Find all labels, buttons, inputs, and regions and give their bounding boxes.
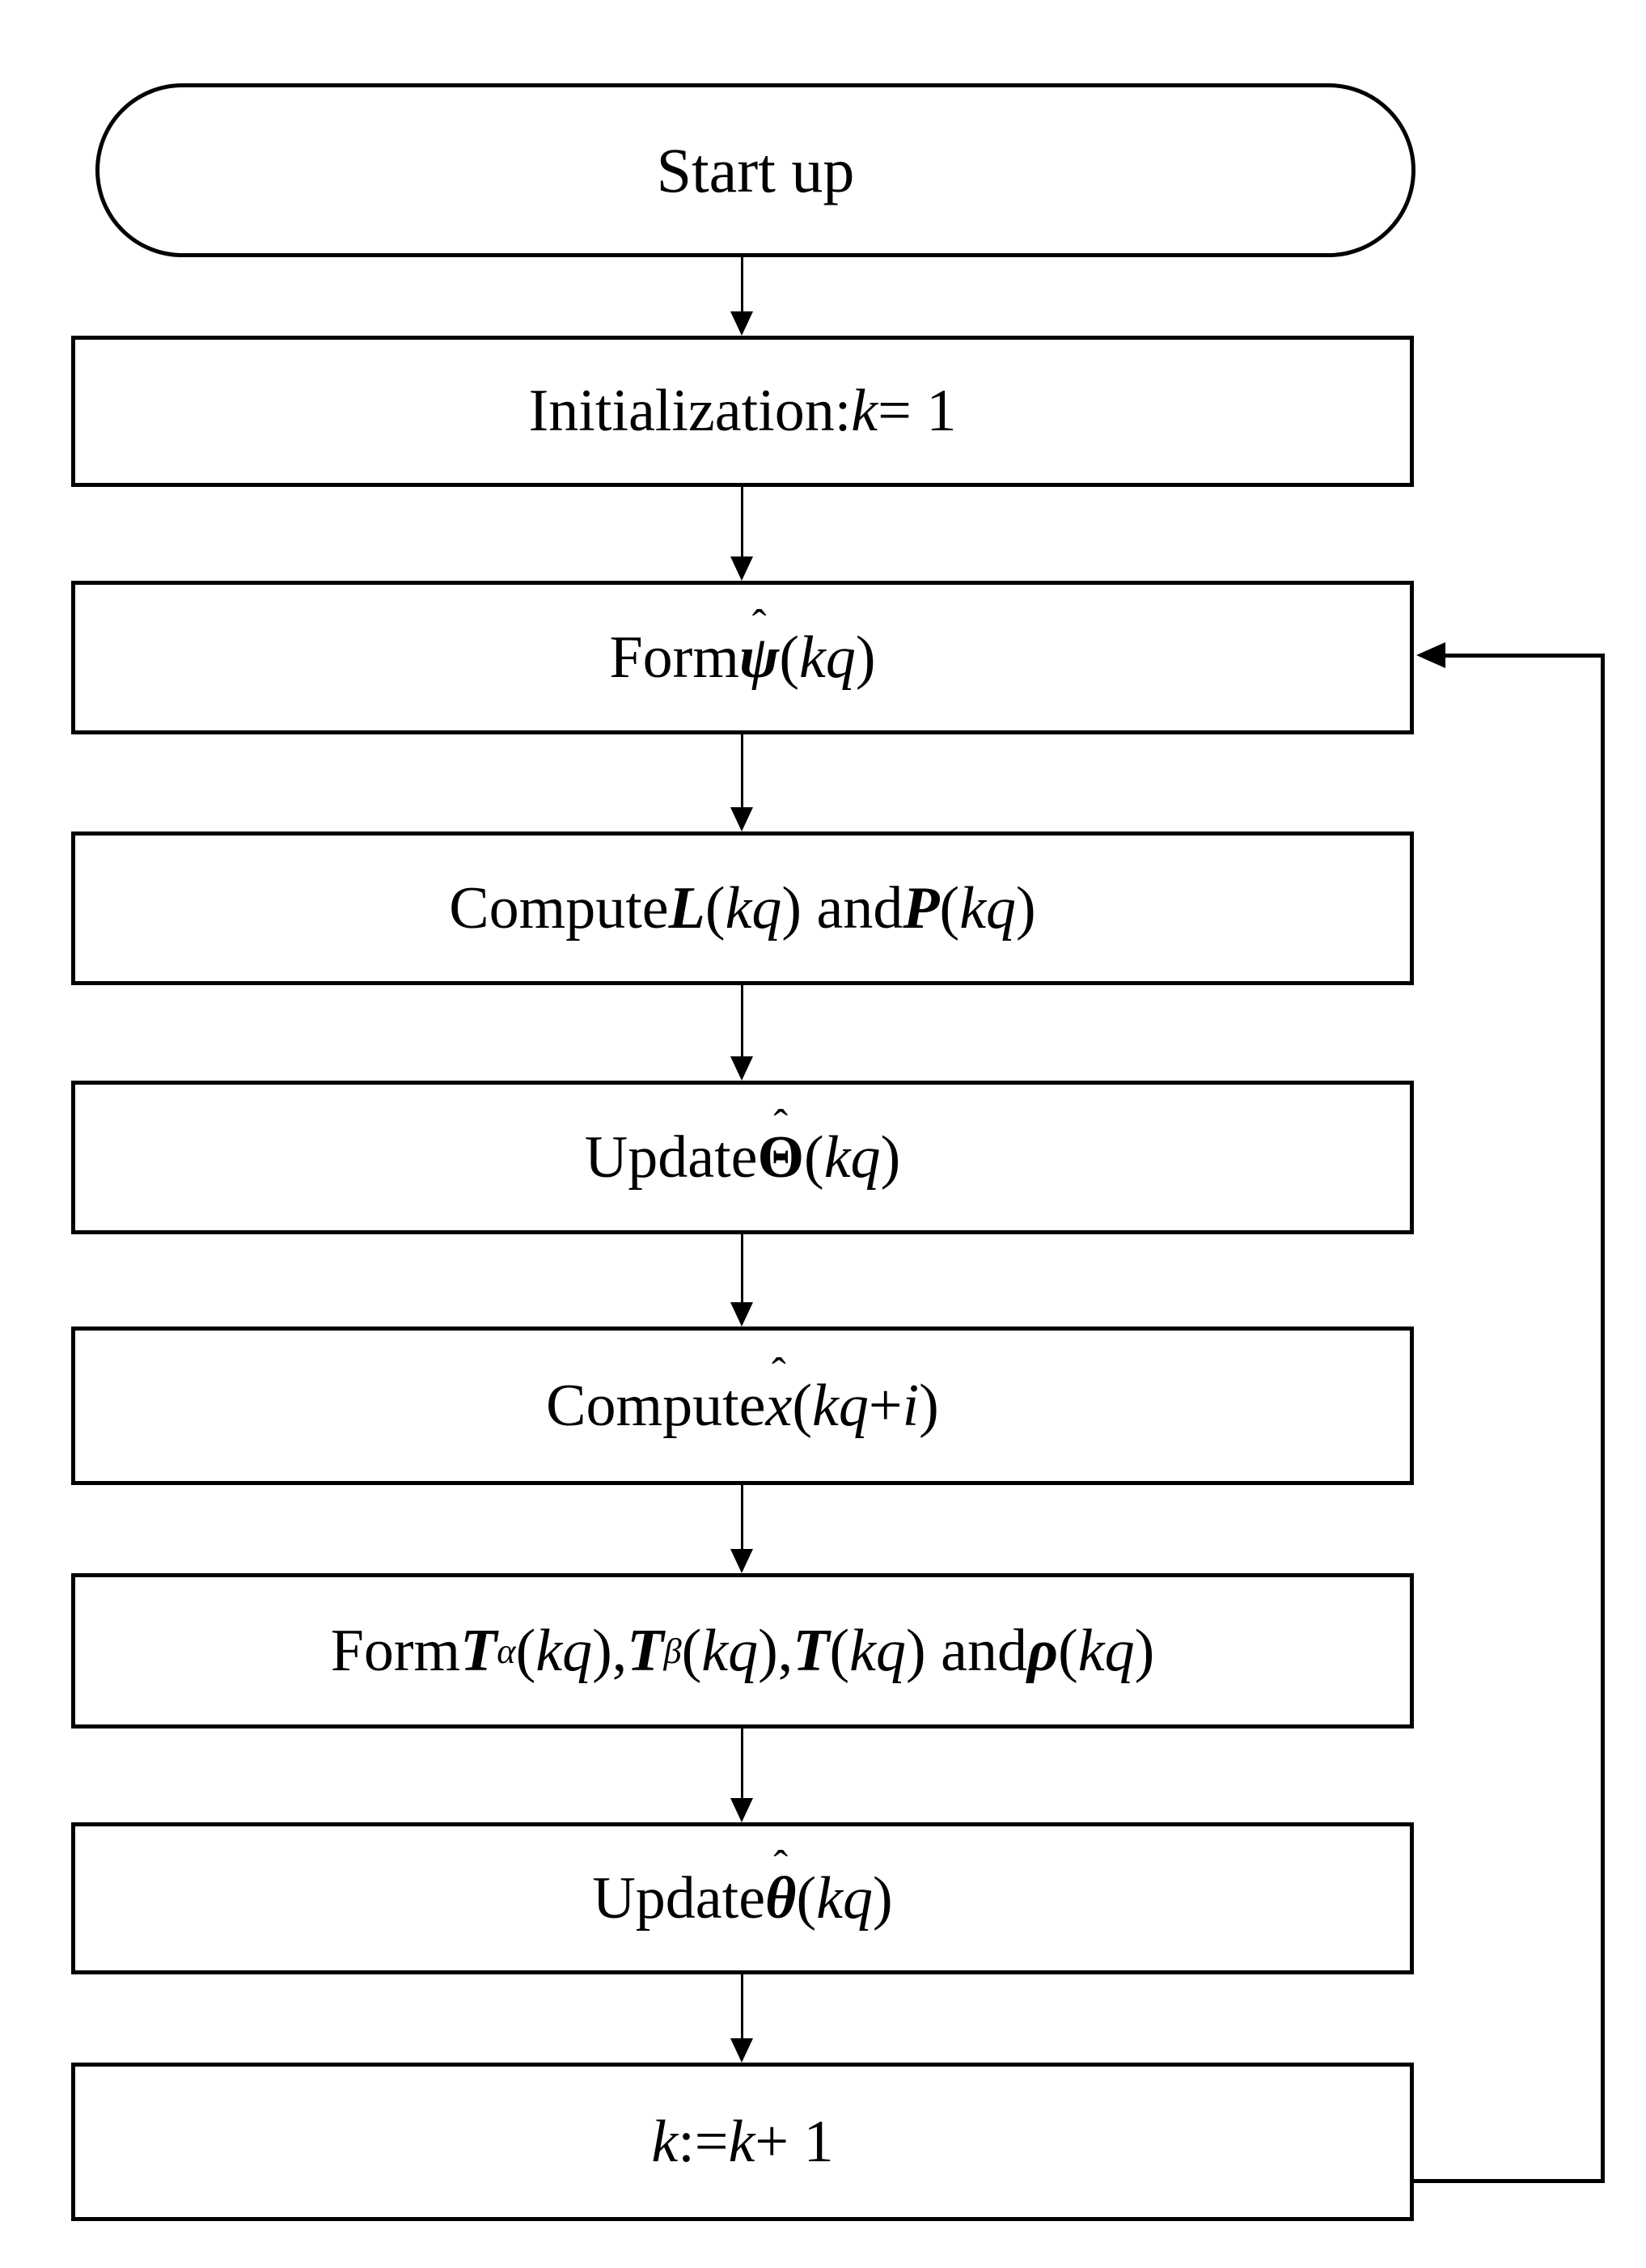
node-initialization: Initialization: k = 1	[71, 336, 1414, 487]
arrow-down-icon	[730, 1798, 753, 1822]
flow-line-6	[741, 1485, 743, 1552]
flow-line-7	[741, 1729, 743, 1801]
arrow-down-icon	[730, 556, 753, 581]
arrow-down-icon	[730, 1056, 753, 1081]
flow-line-4	[741, 985, 743, 1060]
arrow-down-icon	[730, 1549, 753, 1573]
node-compute-l-p: Compute L(kq) and P(kq)	[71, 831, 1414, 985]
flow-line-1	[741, 257, 743, 315]
node-start-up: Start up	[95, 83, 1415, 257]
feedback-line-top	[1445, 654, 1605, 658]
flow-line-5	[741, 1234, 743, 1305]
arrow-down-icon	[730, 1302, 753, 1327]
node-increment-k: k := k + 1	[71, 2063, 1414, 2221]
flow-line-3	[741, 734, 743, 810]
arrow-down-icon	[730, 311, 753, 336]
flow-line-2	[741, 487, 743, 560]
flow-line-8	[741, 1974, 743, 2042]
arrow-down-icon	[730, 807, 753, 831]
arrow-down-icon	[730, 2038, 753, 2063]
feedback-line-vertical	[1601, 654, 1605, 2183]
feedback-line-bottom	[1411, 2179, 1605, 2183]
arrow-left-icon	[1416, 642, 1445, 668]
